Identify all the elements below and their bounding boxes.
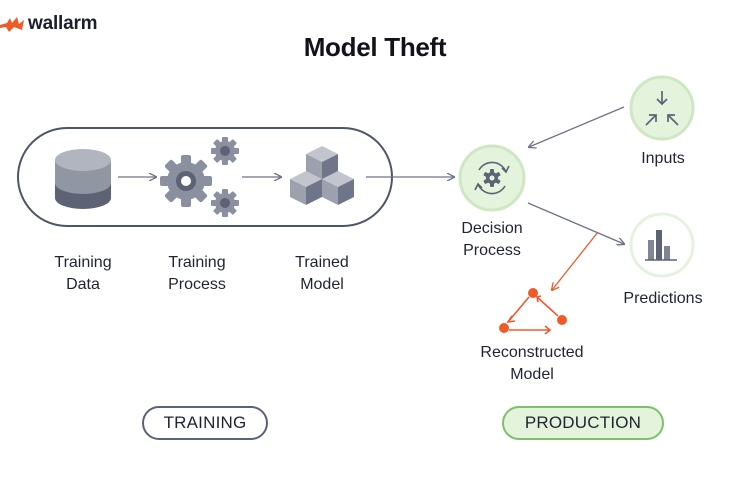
decision-process-label-line1: Decision — [461, 220, 523, 237]
cubes-icon — [290, 146, 354, 205]
triangle-graph-icon — [499, 288, 567, 335]
training-data-label: Training Data — [38, 252, 128, 296]
brand: wallarm — [0, 12, 98, 36]
training-process-label-line1: Training — [168, 254, 226, 271]
training-data-label-line1: Training — [54, 254, 112, 271]
reconstructed-model-label-line1: Reconstructed — [480, 344, 584, 361]
gears-icon — [160, 137, 239, 217]
decision-process-label: Decision Process — [444, 218, 540, 262]
cycle-gear-icon — [458, 144, 526, 212]
database-icon — [55, 149, 111, 209]
training-process-label-line2: Process — [168, 276, 226, 293]
training-stage-pill: TRAINING — [142, 406, 268, 440]
inputs-label: Inputs — [641, 150, 685, 167]
reconstructed-model-label-line2: Model — [510, 366, 554, 383]
predictions-label: Predictions — [623, 290, 703, 307]
trained-model-label: Trained Model — [275, 252, 369, 296]
converge-arrows-icon — [629, 75, 695, 141]
arrow-decision-to-predictions — [527, 202, 624, 244]
reconstructed-model-label: Reconstructed Model — [462, 342, 602, 386]
brand-name: wallarm — [28, 13, 98, 34]
production-stage-pill: PRODUCTION — [502, 406, 664, 440]
trained-model-label-line2: Model — [300, 276, 344, 293]
decision-process-label-line2: Process — [463, 242, 521, 259]
bar-chart-icon — [629, 212, 695, 278]
trained-model-label-line1: Trained — [295, 254, 349, 271]
page-title: Model Theft — [303, 32, 447, 62]
training-process-label: Training Process — [148, 252, 246, 296]
arrow-attack-to-reconstructed — [552, 231, 599, 290]
wallarm-logo-icon — [0, 17, 24, 32]
arrow-inputs-to-decision — [529, 106, 625, 147]
training-data-label-line2: Data — [66, 276, 100, 293]
